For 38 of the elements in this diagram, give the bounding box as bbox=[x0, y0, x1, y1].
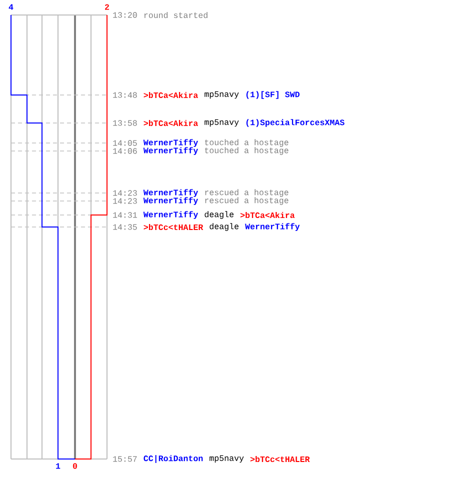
count-label: 0 bbox=[72, 463, 77, 469]
count-label: 2 bbox=[105, 4, 109, 10]
player-name: (1)SpecialForcesXMAS bbox=[246, 119, 344, 127]
player-name: (1)[SF] SWD bbox=[246, 91, 300, 99]
timestamp: 14:23 bbox=[113, 198, 137, 204]
player-name: >bTCa<Akira bbox=[144, 92, 198, 98]
timestamp: 14:05 bbox=[113, 140, 137, 146]
event-text: touched a hostage bbox=[204, 139, 288, 147]
player-name: WernerTiffy bbox=[143, 147, 198, 155]
count-label: 1 bbox=[56, 463, 60, 469]
player-name: WernerTiffy bbox=[143, 189, 198, 197]
player-name: >bTCc<tHALER bbox=[144, 224, 204, 230]
timestamp: 13:48 bbox=[113, 92, 137, 98]
weapon-name: deagle bbox=[204, 211, 234, 219]
weapon-name: mp5navy bbox=[204, 91, 239, 99]
event-text: touched a hostage bbox=[204, 147, 288, 155]
weapon-name: deagle bbox=[210, 223, 239, 231]
player-name: WernerTiffy bbox=[245, 223, 300, 231]
event-text: rescued a hostage bbox=[205, 189, 288, 197]
timestamp: 14:06 bbox=[113, 148, 137, 154]
event-text: round started bbox=[144, 12, 208, 18]
player-name: WernerTiffy bbox=[143, 211, 198, 219]
weapon-name: mp5navy bbox=[204, 119, 239, 127]
player-name: >bTCa<Akira bbox=[240, 212, 295, 218]
event-text: rescued a hostage bbox=[205, 197, 288, 205]
weapon-name: mp5navy bbox=[210, 455, 244, 463]
player-name: >bTCa<Akira bbox=[144, 120, 198, 126]
player-name: >bTCc<tHALER bbox=[250, 456, 310, 462]
timestamp: 14:35 bbox=[113, 224, 137, 230]
timestamp: 14:31 bbox=[113, 212, 137, 218]
player-name: CC|RoiDanton bbox=[144, 455, 203, 463]
count-label: 4 bbox=[8, 4, 14, 10]
timestamp: 14:23 bbox=[113, 190, 137, 196]
timestamp: 15:57 bbox=[113, 456, 137, 462]
timestamp: 13:58 bbox=[113, 120, 137, 126]
player-name: WernerTiffy bbox=[143, 197, 198, 205]
timestamp: 13:20 bbox=[113, 12, 137, 18]
player-name: WernerTiffy bbox=[143, 139, 198, 147]
